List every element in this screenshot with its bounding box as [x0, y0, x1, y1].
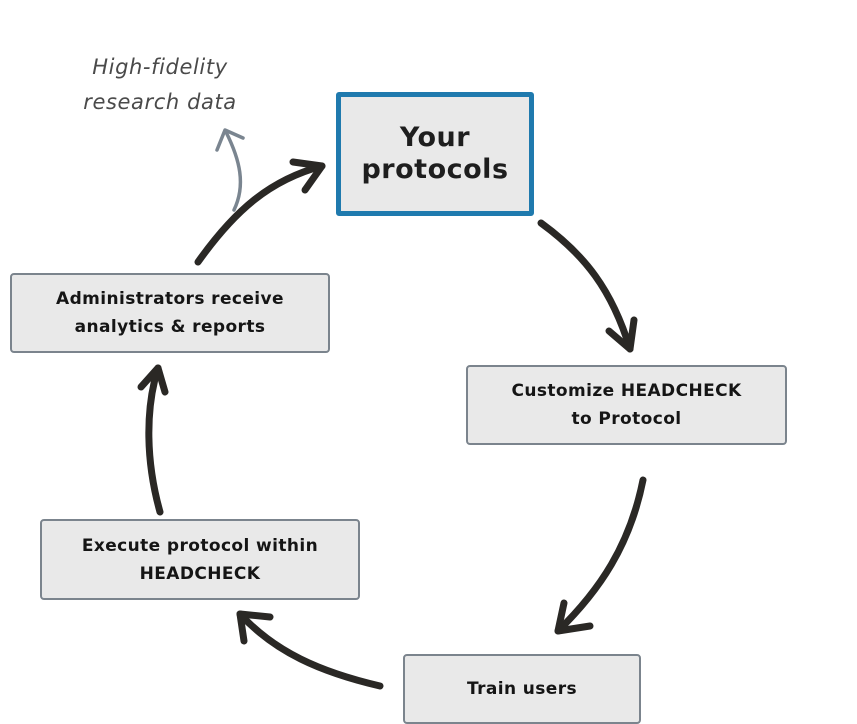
node-customize-headcheck: Customize HEADCHECK to Protocol [466, 365, 787, 445]
node-train-users: Train users [403, 654, 641, 724]
node-your-protocols-line-2: protocols [361, 154, 509, 185]
node-your-protocols: Your protocols [336, 92, 534, 216]
node-your-protocols-line-1: Your [399, 122, 471, 153]
arrow-admin-to-protocols [194, 158, 326, 266]
arrow-execute-to-admin [137, 364, 169, 516]
node-customize-line-2: to Protocol [571, 409, 682, 429]
node-administrators-line-1: Administrators receive [56, 289, 284, 309]
arrow-to-research-data [215, 128, 245, 212]
node-administrators: Administrators receive analytics & repor… [10, 273, 330, 353]
node-customize-line-1: Customize HEADCHECK [511, 381, 742, 401]
node-execute-line-2: HEADCHECK [139, 563, 261, 584]
note-line-2: research data [83, 90, 237, 114]
arrow-train-to-execute [236, 610, 384, 690]
arrow-protocols-to-customize [537, 219, 638, 353]
arrow-customize-to-train [554, 476, 647, 635]
node-train-users-label: Train users [466, 679, 578, 699]
research-data-note: High-fidelity research data [60, 50, 260, 120]
note-line-1: High-fidelity [92, 55, 228, 79]
node-administrators-line-2: analytics & reports [74, 317, 266, 337]
node-execute-protocol: Execute protocol within HEADCHECK [40, 519, 360, 600]
node-execute-line-1: Execute protocol within [81, 535, 319, 556]
